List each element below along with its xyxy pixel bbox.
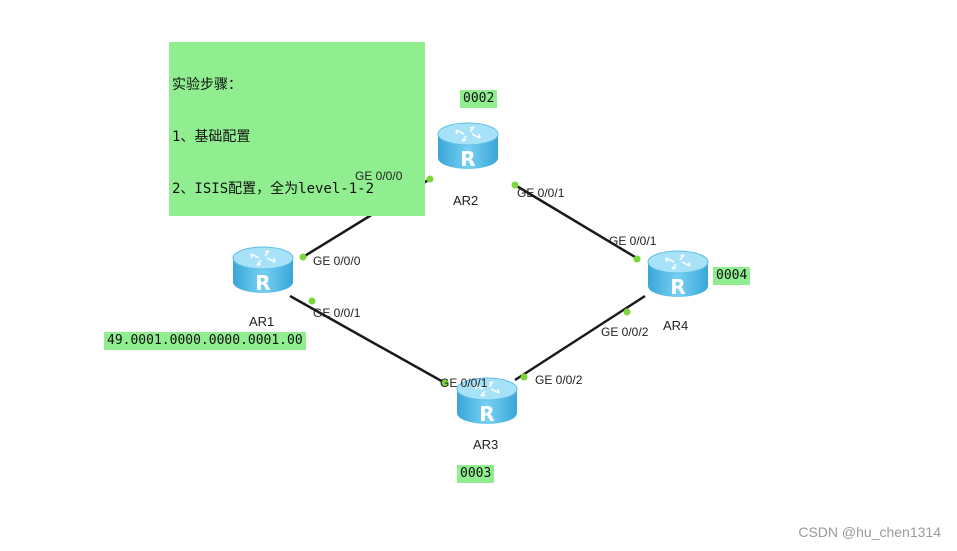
port-dot xyxy=(623,308,631,316)
ar1-net-tag: 49.0001.0000.0000.0001.00 xyxy=(104,332,306,350)
port-dot xyxy=(633,255,641,263)
router-label-ar1: AR1 xyxy=(249,314,275,329)
steps-title: 实验步骤： xyxy=(172,77,242,93)
port-label-ar1-ge001: GE 0/0/1 xyxy=(313,306,361,320)
step-2: 2、ISIS配置，全为level-1-2 xyxy=(172,181,375,197)
router-icon-ar1 xyxy=(232,246,294,296)
ar4-area-tag: 0004 xyxy=(713,267,751,285)
link-ar1-ar3 xyxy=(289,294,446,385)
port-label-ar3-ge001: GE 0/0/1 xyxy=(440,376,488,390)
port-dot xyxy=(520,373,528,381)
port-dot xyxy=(441,379,449,387)
link-ar2-ar4 xyxy=(514,183,641,262)
step-1: 1、基础配置 xyxy=(172,129,251,145)
port-label-ar1-ge000: GE 0/0/0 xyxy=(313,254,361,268)
port-label-ar4-ge002: GE 0/0/2 xyxy=(601,325,649,339)
port-label-ar3-ge002: GE 0/0/2 xyxy=(535,373,583,387)
port-dot xyxy=(426,175,434,183)
port-dot xyxy=(299,253,307,261)
port-dot xyxy=(511,181,519,189)
port-label-ar2-ge001: GE 0/0/1 xyxy=(517,186,565,200)
router-icon-ar2 xyxy=(437,122,499,172)
port-label-ar2-ge000: GE 0/0/0 xyxy=(355,169,403,183)
router-label-ar3: AR3 xyxy=(473,437,499,452)
ar2-area-tag: 0002 xyxy=(460,90,498,108)
port-label-ar4-ge001: GE 0/0/1 xyxy=(609,234,657,248)
ar3-area-tag: 0003 xyxy=(457,465,495,483)
router-label-ar4: AR4 xyxy=(663,318,689,333)
link-ar3-ar4 xyxy=(514,294,646,382)
steps-note: 实验步骤： 1、基础配置 2、ISIS配置，全为level-1-2 xyxy=(169,42,425,216)
router-icon-ar4 xyxy=(647,250,709,300)
watermark: CSDN @hu_chen1314 xyxy=(798,524,941,540)
router-label-ar2: AR2 xyxy=(453,193,479,208)
port-dot xyxy=(308,297,316,305)
